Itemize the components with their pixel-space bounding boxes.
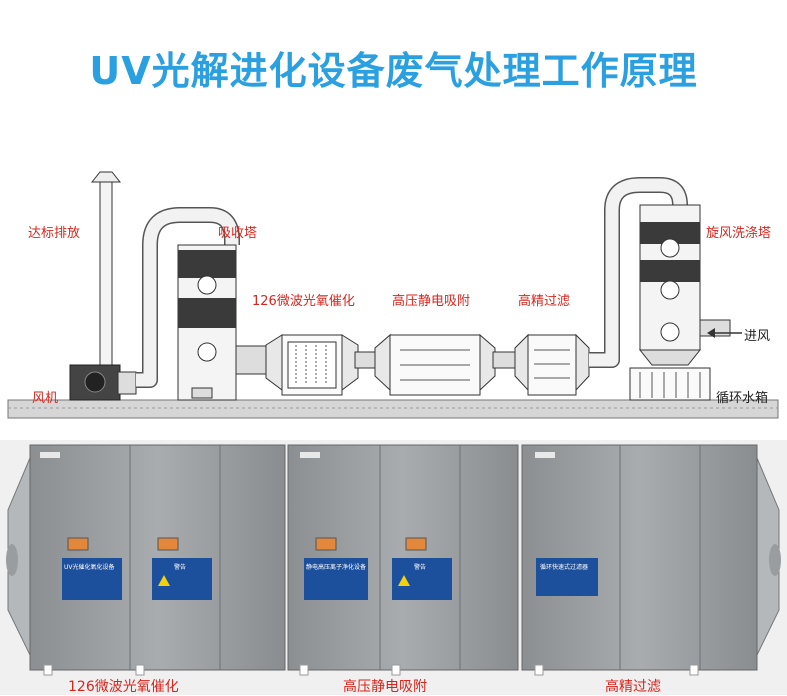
fan-unit [69, 364, 137, 401]
label-fine-filter: 高精过滤 [518, 294, 571, 309]
electrostatic-unit [374, 333, 516, 396]
label-fan: 风机 [32, 391, 59, 406]
label-air-inlet: 进风 [744, 329, 771, 344]
uv-warning-plate: 警告 [174, 564, 187, 571]
cyclone-scrubber-tower [638, 204, 731, 366]
electrostatic-warning-plate: 警告 [414, 564, 427, 571]
caption-uv: 126微波光氧催化 [68, 679, 179, 695]
equipment-photo [0, 440, 787, 695]
uv-unit [265, 334, 376, 396]
electrostatic-module [287, 444, 519, 676]
label-absorption-tower: 吸收塔 [218, 226, 258, 241]
filter-nameplate: 循环快速式过滤器 [540, 564, 589, 571]
caption-electrostatic: 高压静电吸附 [343, 679, 427, 695]
absorption-tower [177, 244, 237, 401]
uv-nameplate: UV光催化氧化设备 [64, 564, 115, 571]
label-uv-oxidation: 126微波光氧催化 [252, 294, 355, 309]
caption-filter: 高精过滤 [605, 679, 661, 695]
fine-filter-unit [514, 333, 590, 396]
label-exhaust: 达标排放 [28, 226, 81, 241]
process-diagram [7, 171, 779, 419]
label-cyclone-scrubber: 旋风洗涤塔 [706, 226, 772, 241]
page-title: UV光解进化设备废气处理工作原理 [89, 49, 698, 93]
exhaust-stack [90, 171, 122, 383]
circulating-water-tank [629, 367, 711, 401]
electrostatic-nameplate: 静电高压离子净化设备 [306, 564, 367, 571]
filter-module [521, 444, 758, 676]
label-water-tank: 循环水箱 [716, 391, 769, 406]
label-electrostatic: 高压静电吸附 [392, 294, 471, 309]
uv-module [29, 444, 286, 676]
